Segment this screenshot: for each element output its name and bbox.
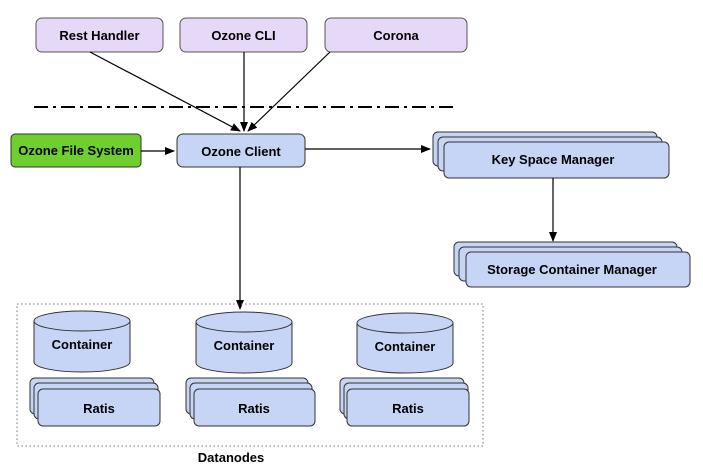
ozone-client-label: Ozone Client [201, 144, 281, 159]
datanode-3: Container Ratis [339, 312, 470, 427]
corona-label: Corona [373, 28, 419, 43]
corona-box: Corona [324, 17, 468, 53]
rest-handler-label: Rest Handler [59, 28, 139, 43]
ozone-cli-label: Ozone CLI [211, 28, 275, 43]
container-label: Container [214, 338, 275, 353]
key-space-manager-label: Key Space Manager [492, 152, 615, 167]
container-label: Container [375, 339, 436, 354]
edge-corona-to-client [247, 51, 331, 132]
ratis-label: Ratis [83, 401, 115, 416]
rest-handler-box: Rest Handler [35, 17, 164, 53]
storage-container-manager-box: Storage Container Manager [453, 241, 691, 288]
datanode-1: Container Ratis [29, 310, 161, 427]
ozone-file-system-label: Ozone File System [18, 143, 134, 158]
datanodes-boundary [16, 303, 484, 447]
edge-rest-to-client [89, 51, 241, 132]
ratis-stack: Ratis [29, 377, 161, 427]
container-cylinder: Container [33, 310, 131, 373]
ratis-label: Ratis [238, 401, 270, 416]
ozone-client-box: Ozone Client [176, 133, 306, 168]
ratis-label: Ratis [392, 401, 424, 416]
ozone-file-system-box: Ozone File System [10, 133, 142, 168]
key-space-manager-box: Key Space Manager [432, 131, 670, 179]
datanodes-label: Datanodes [198, 450, 264, 465]
storage-container-manager-label: Storage Container Manager [487, 262, 657, 277]
container-cylinder: Container [195, 311, 293, 374]
container-cylinder: Container [356, 312, 454, 374]
ozone-cli-box: Ozone CLI [179, 17, 308, 53]
ratis-stack: Ratis [339, 377, 470, 427]
ratis-stack: Ratis [185, 377, 316, 427]
datanode-2: Container Ratis [185, 311, 316, 427]
container-label: Container [52, 337, 113, 352]
